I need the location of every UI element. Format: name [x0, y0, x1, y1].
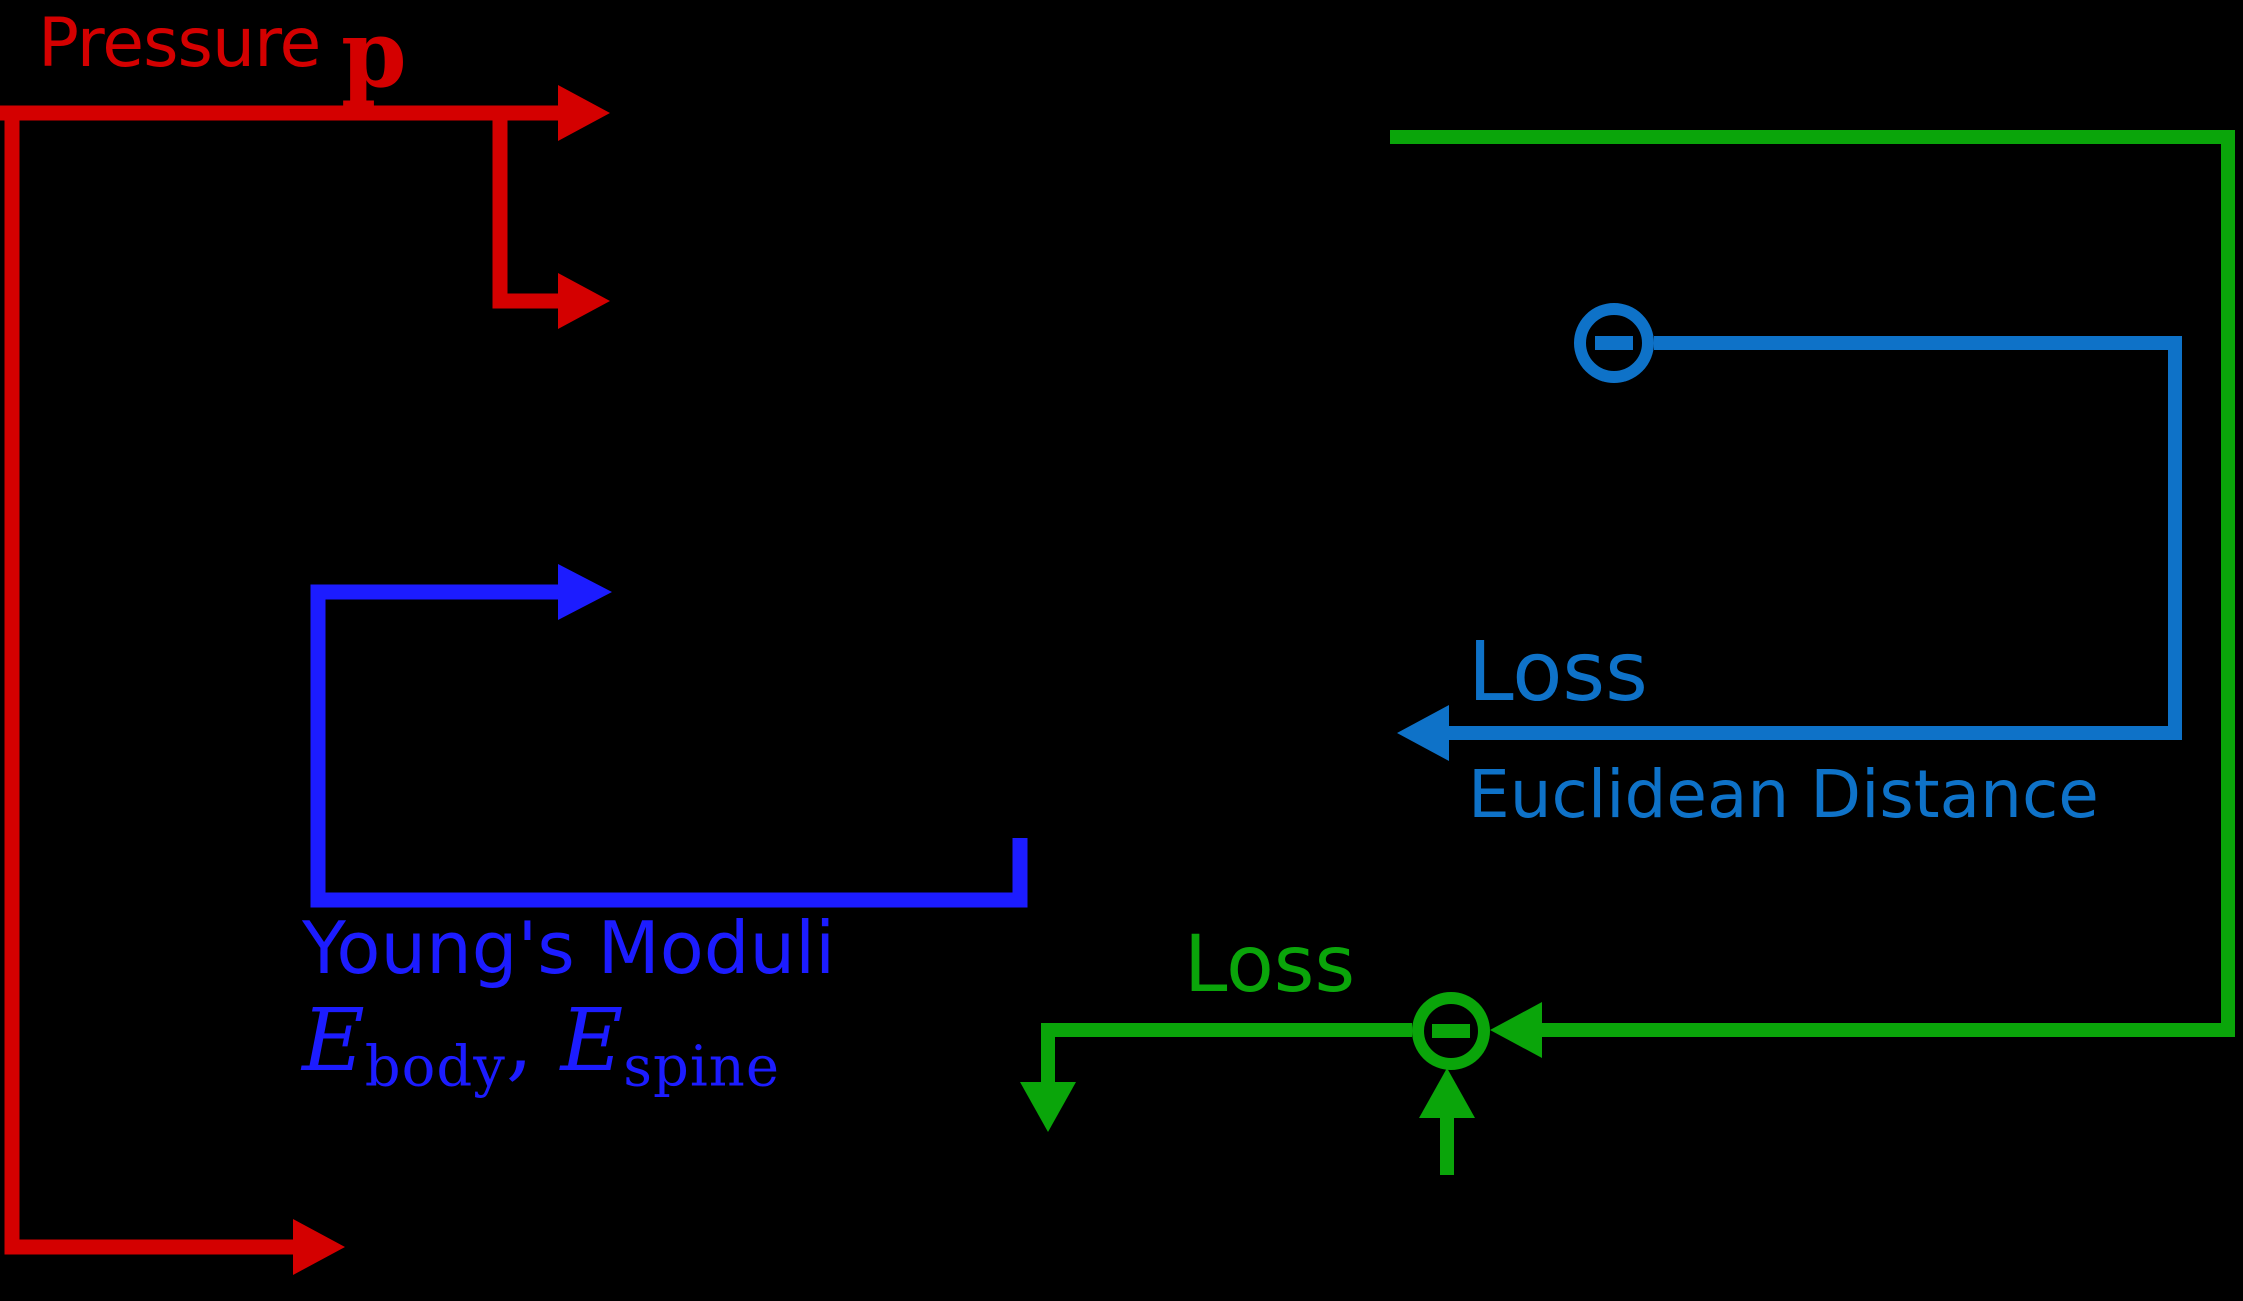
arrowhead-left-icon [1397, 705, 1449, 761]
formula-separator: , [505, 991, 561, 1091]
arrowhead-left-icon [1490, 1002, 1542, 1058]
arrowhead-right-icon [558, 85, 610, 141]
arrowhead-up-icon [1419, 1068, 1475, 1118]
moduli-path [310, 564, 1028, 908]
pressure-label: Pressure p [38, 8, 407, 102]
pressure-word: Pressure [38, 4, 321, 83]
formula-sub2: spine [623, 1034, 780, 1100]
loss-blue-label: Loss [1468, 625, 1648, 720]
pressure-path-top [0, 85, 610, 141]
loss-blue-minus-node [1574, 303, 1654, 383]
minus-icon [1595, 336, 1633, 350]
arrowhead-right-icon [558, 273, 610, 329]
arrowhead-right-icon [293, 1219, 345, 1275]
loss-blue-path [1397, 336, 2182, 761]
loss-blue-metric-label: Euclidean Distance [1468, 756, 2099, 833]
moduli-title-label: Young's Moduli [302, 906, 836, 990]
loss-green-minus-node [1412, 992, 1490, 1070]
pressure-symbol: p [341, 0, 407, 110]
arrowhead-right-icon [558, 564, 612, 620]
loss-green-path-in [1390, 130, 2235, 1058]
loss-green-path-out [1020, 1023, 1412, 1132]
pressure-path-branch [492, 113, 610, 329]
loss-green-target-input [1419, 1068, 1475, 1175]
minus-icon [1432, 1024, 1470, 1038]
loss-green-label: Loss [1184, 920, 1356, 1010]
arrowhead-down-icon [1020, 1082, 1076, 1132]
formula-E2: E [560, 991, 624, 1091]
formula-E1: E [302, 991, 365, 1091]
formula-sub1: body [364, 1034, 506, 1100]
pressure-path-bottom [4, 106, 345, 1275]
moduli-formula-label: Ebody, Espine [302, 998, 780, 1095]
